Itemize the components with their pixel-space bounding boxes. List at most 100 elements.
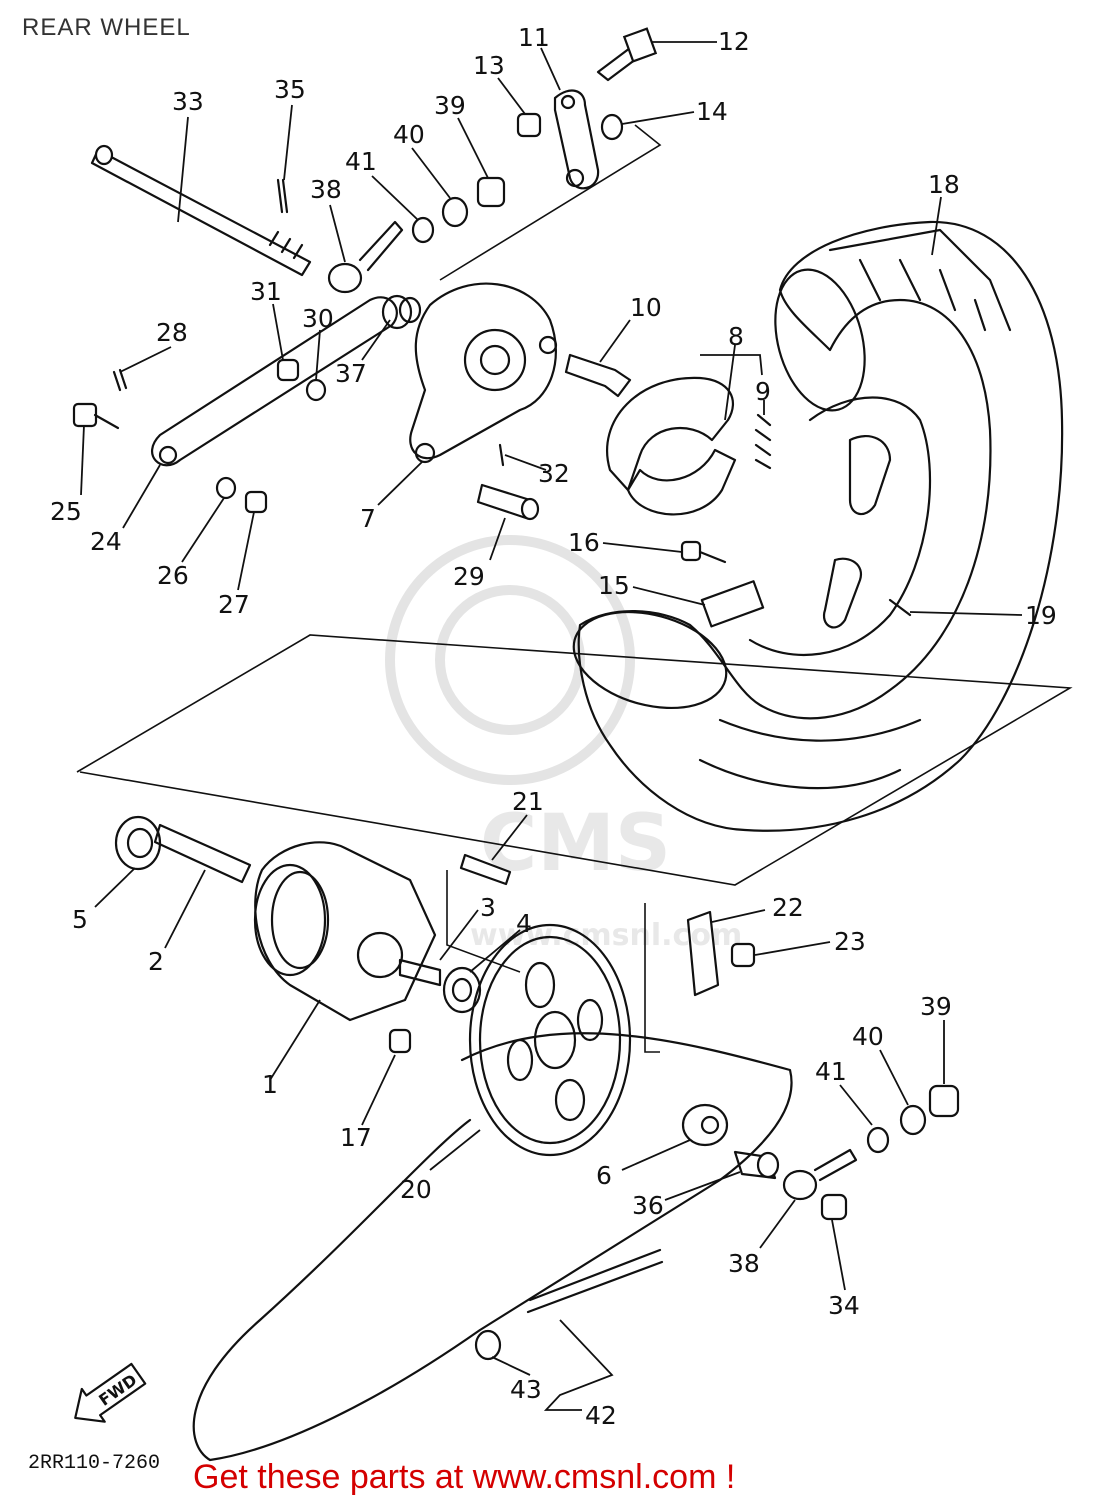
- nut-17: [388, 1028, 412, 1054]
- bearing-4: [442, 966, 482, 1014]
- nut-39-bottom: [928, 1084, 960, 1118]
- washer-41-top: [411, 216, 435, 244]
- callout-13: 13: [473, 51, 505, 80]
- callout-9: 9: [755, 377, 771, 406]
- bolt-16: [680, 540, 727, 564]
- drawing-code: 2RR110-7260: [28, 1452, 160, 1475]
- nut-39-top: [476, 176, 506, 208]
- master-link-43: [474, 1329, 502, 1361]
- watermark-subtext: www.cmsnl.com: [470, 918, 742, 953]
- washer-41-bottom: [866, 1126, 890, 1154]
- callout-22: 22: [772, 893, 804, 922]
- callout-41-top: 41: [345, 147, 377, 176]
- tire: [572, 220, 1064, 832]
- callout-33: 33: [172, 87, 204, 116]
- spacer-2: [153, 823, 252, 884]
- callout-20: 20: [400, 1175, 432, 1204]
- rear-sprocket-20: [468, 923, 632, 1157]
- bolt-29: [476, 483, 540, 521]
- callout-3: 3: [480, 893, 496, 922]
- callout-30: 30: [302, 304, 334, 333]
- callout-39-top: 39: [434, 91, 466, 120]
- cotter-pin-32: [498, 443, 505, 467]
- callout-labels: 1 2 3 4 5 6 7 8 9 10 11 12 13 14 15 16 1…: [50, 23, 1057, 1430]
- callout-8: 8: [728, 322, 744, 351]
- washer-40-bottom: [899, 1104, 927, 1136]
- stud-21: [459, 853, 512, 886]
- adjuster-bolt-38: [327, 220, 404, 294]
- spring-9: [754, 413, 772, 470]
- callout-19: 19: [1025, 601, 1057, 630]
- brake-shoe-plate-7: [409, 282, 558, 464]
- adjuster-bolt-38-bottom: [782, 1148, 858, 1201]
- callout-5: 5: [72, 905, 88, 934]
- watermark-text: CMS: [480, 799, 671, 889]
- callout-15: 15: [598, 571, 630, 600]
- callout-31: 31: [250, 277, 282, 306]
- callout-4: 4: [516, 909, 532, 938]
- callout-16: 16: [568, 528, 600, 557]
- callout-25: 25: [50, 497, 82, 526]
- callout-36: 36: [632, 1191, 664, 1220]
- bolt-25: [72, 402, 120, 430]
- cotter-pin-35: [276, 178, 289, 214]
- callout-42: 42: [585, 1401, 617, 1430]
- cotter-pin-28: [112, 368, 128, 392]
- spacer-6: [681, 1103, 729, 1147]
- brake-shoes-8: [606, 376, 737, 516]
- wheel-rim: [700, 396, 932, 657]
- callout-11: 11: [518, 23, 550, 52]
- callout-39-bottom: 39: [920, 992, 952, 1021]
- callout-10: 10: [630, 293, 662, 322]
- callout-23: 23: [834, 927, 866, 956]
- callout-6: 6: [596, 1161, 612, 1190]
- drive-chain-42: [192, 1032, 793, 1462]
- callout-7: 7: [360, 504, 376, 533]
- callout-41-bottom: 41: [815, 1057, 847, 1086]
- callout-29: 29: [453, 562, 485, 591]
- callout-38-top: 38: [310, 175, 342, 204]
- cmsnl-watermark: CMS www.cmsnl.com: [385, 535, 742, 953]
- lock-washer-22: [686, 910, 720, 997]
- callout-34: 34: [828, 1291, 860, 1320]
- callout-24: 24: [90, 527, 122, 556]
- callout-32: 32: [538, 459, 570, 488]
- castle-nut-34: [820, 1193, 848, 1221]
- cam-lever-11: [553, 89, 600, 190]
- cmsnl-parts-link[interactable]: Get these parts at www.cmsnl.com !: [193, 1458, 735, 1496]
- torque-arm-24: [151, 296, 398, 467]
- callout-14: 14: [696, 97, 728, 126]
- callout-28: 28: [156, 318, 188, 347]
- callout-12: 12: [718, 27, 750, 56]
- page-title: REAR WHEEL: [22, 14, 191, 41]
- nut-23: [730, 942, 756, 968]
- bolt-12: [596, 27, 658, 82]
- callout-21: 21: [512, 787, 544, 816]
- callout-37: 37: [335, 359, 367, 388]
- leader-lines: [80, 41, 1023, 1411]
- callout-38-bottom: 38: [728, 1249, 760, 1278]
- forward-direction-badge: FWD: [74, 1362, 147, 1423]
- nut-27: [244, 490, 268, 514]
- callout-27: 27: [218, 590, 250, 619]
- washer-26: [215, 476, 237, 500]
- callout-43: 43: [510, 1375, 542, 1404]
- camshaft-10: [564, 353, 632, 398]
- callout-35: 35: [274, 75, 306, 104]
- callout-18: 18: [928, 170, 960, 199]
- collar-36: [733, 1150, 780, 1180]
- callout-17: 17: [340, 1123, 372, 1152]
- callout-26: 26: [157, 561, 189, 590]
- wheel-hub-1: [253, 841, 442, 1022]
- rear-axle: [90, 144, 312, 277]
- bearing-5: [114, 815, 162, 871]
- callout-40-top: 40: [393, 120, 425, 149]
- assembly-guide-lines: [76, 124, 1073, 1053]
- callout-2: 2: [148, 947, 164, 976]
- washer-40-top: [441, 196, 469, 228]
- nut-31: [276, 358, 300, 382]
- washer-14: [600, 113, 624, 141]
- valve-19: [888, 598, 912, 617]
- callout-40-bottom: 40: [852, 1022, 884, 1051]
